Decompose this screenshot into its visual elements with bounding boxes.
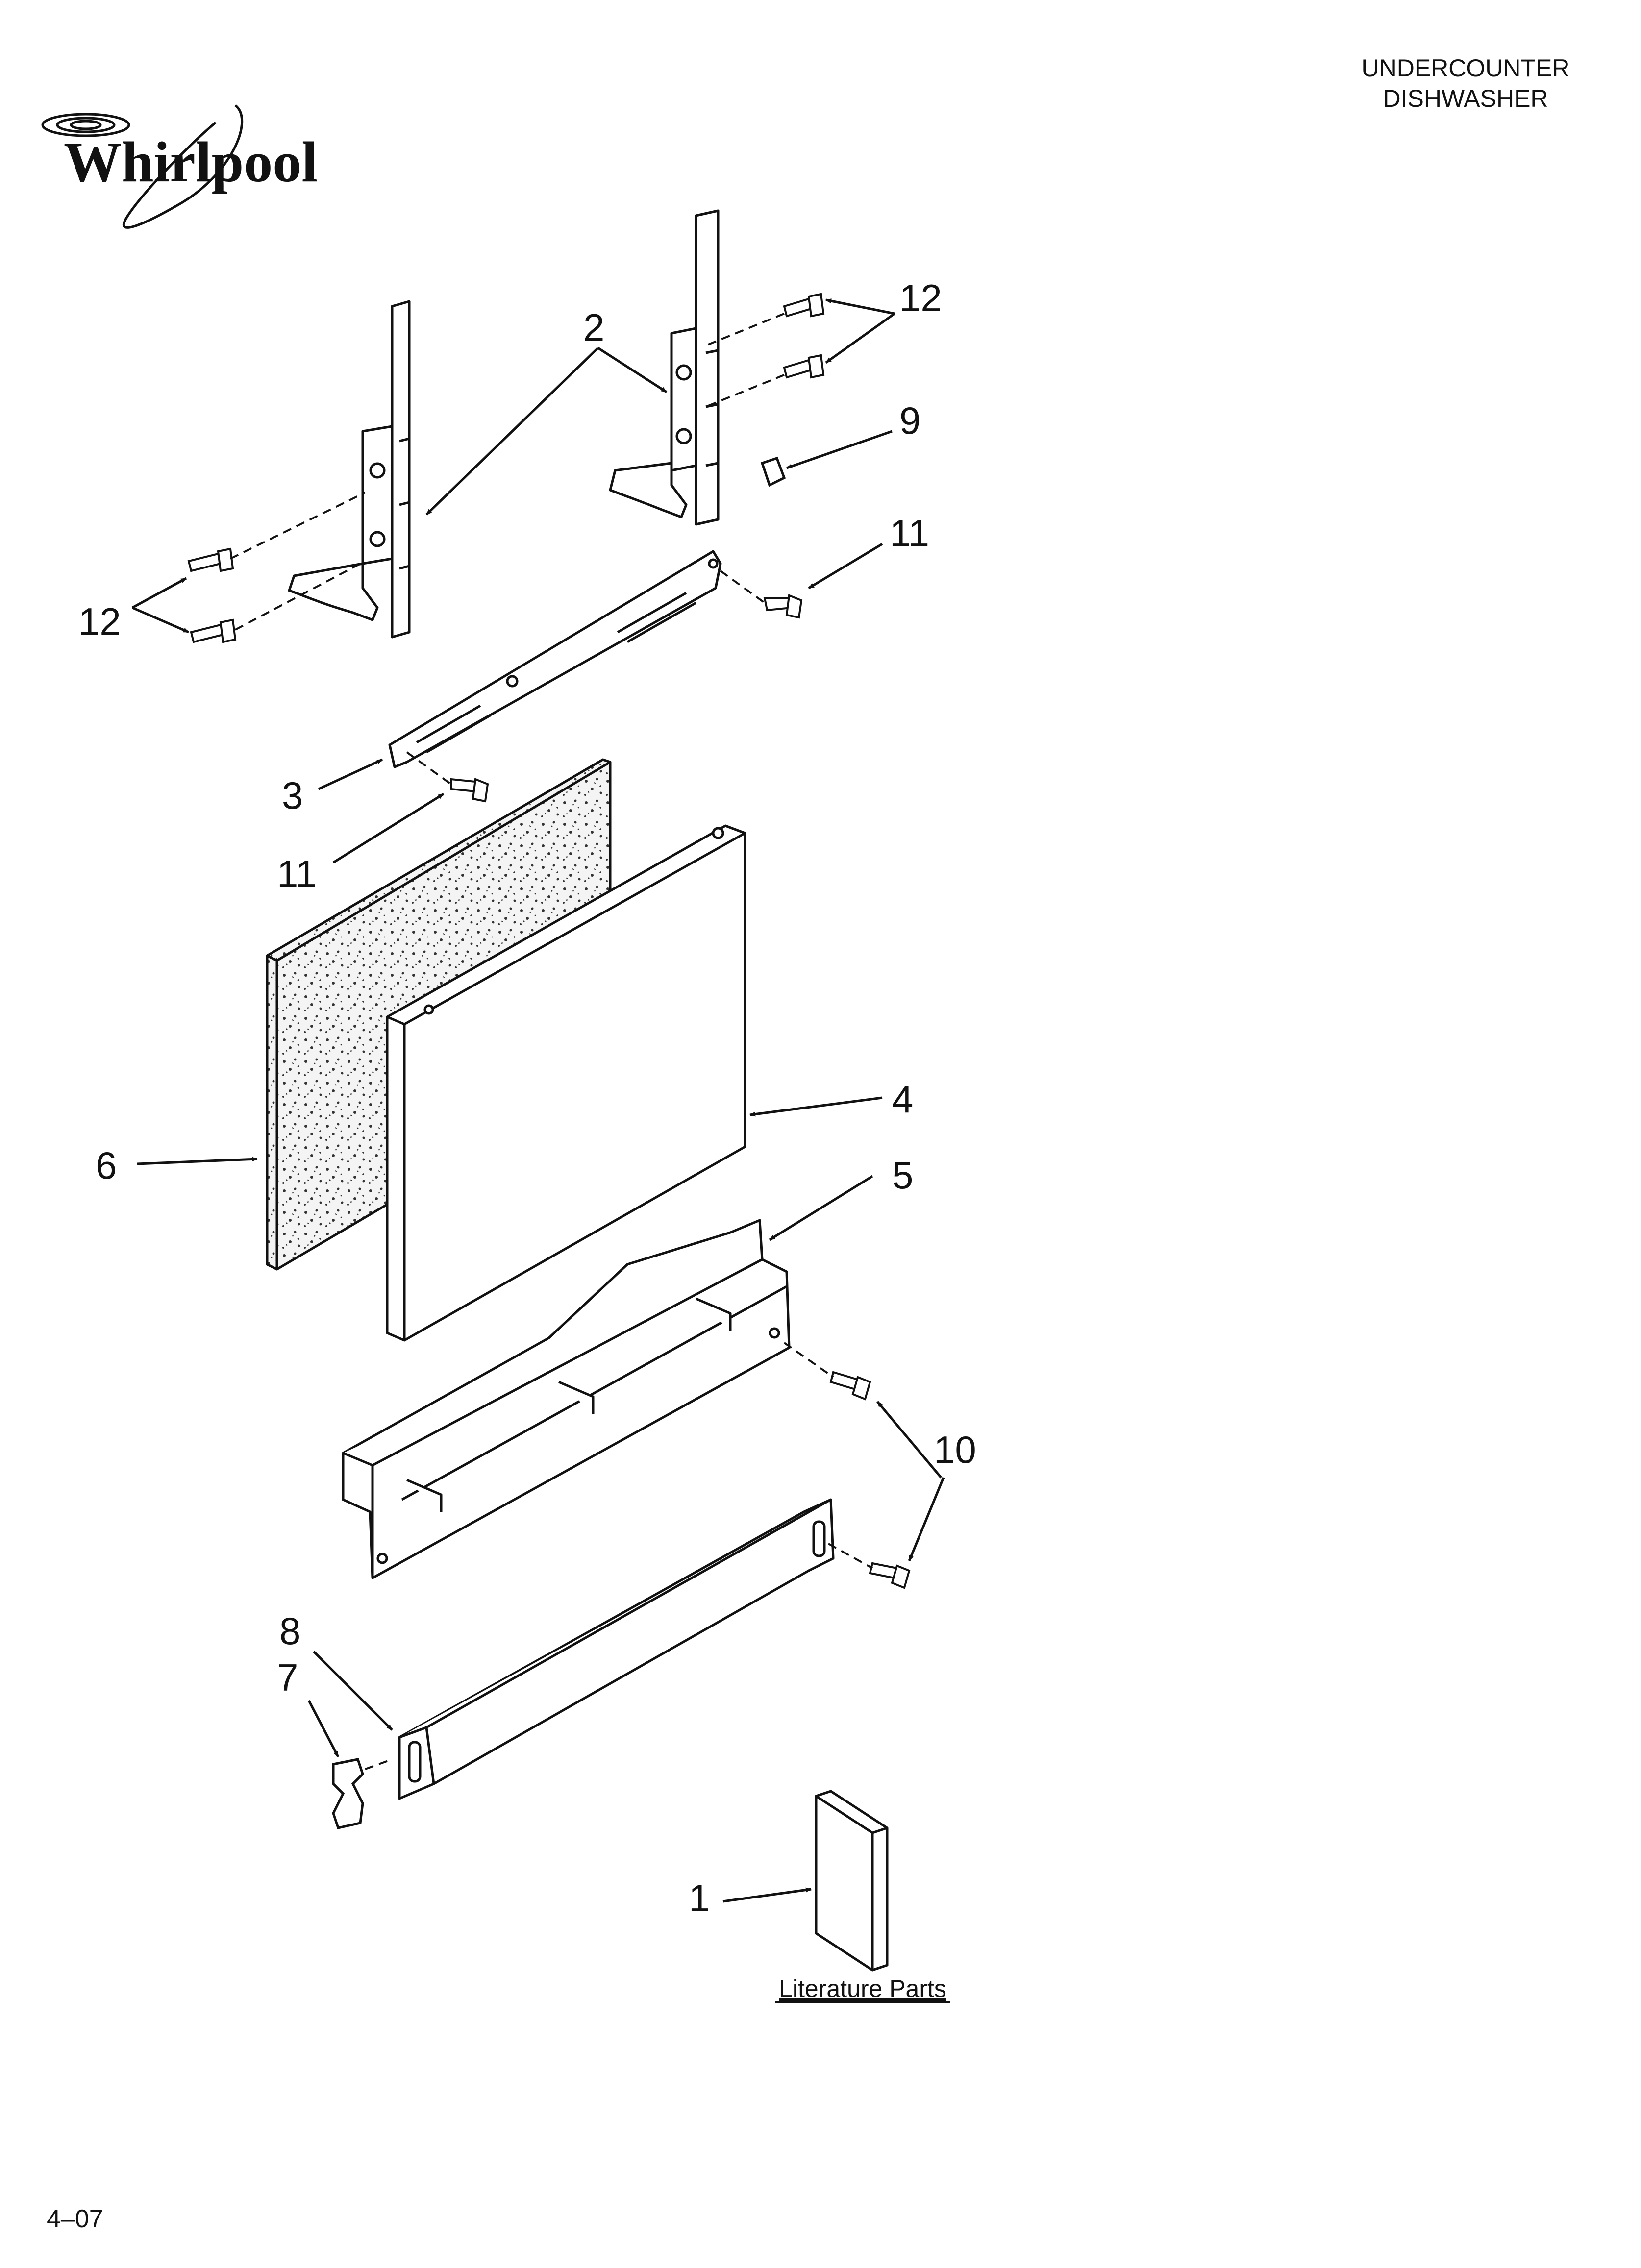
callout-12-right: 12 — [899, 276, 942, 320]
whirlpool-logo: Whirlpool — [41, 104, 318, 229]
literature-parts-label: Literature Parts — [779, 1975, 946, 2002]
screw-12-left-lower — [190, 618, 237, 643]
callout-10: 10 — [934, 1428, 976, 1471]
screw-10-upper — [829, 1371, 871, 1401]
callout-9: 9 — [899, 399, 920, 442]
screw-12-right-lower — [783, 354, 825, 379]
callout-3: 3 — [282, 774, 303, 817]
screw-10-lower — [869, 1562, 911, 1589]
toe-kick-panel — [398, 1498, 835, 1800]
clip-9 — [760, 456, 786, 487]
callout-5: 5 — [892, 1154, 913, 1197]
brand-name: Whirlpool — [64, 130, 318, 194]
callout-8: 8 — [279, 1609, 300, 1652]
hinge-bracket-left — [288, 300, 411, 639]
callout-leaders — [131, 298, 945, 1903]
header-line-1: UNDERCOUNTER — [1362, 54, 1570, 82]
callout-4: 4 — [892, 1078, 913, 1121]
callout-12-left: 12 — [78, 600, 121, 643]
callout-6: 6 — [96, 1144, 117, 1187]
callout-2: 2 — [583, 306, 604, 349]
clip-7 — [332, 1758, 364, 1829]
screw-11-right — [763, 594, 803, 619]
callout-11-right: 11 — [890, 512, 929, 555]
callout-7: 7 — [277, 1656, 298, 1699]
footer-date-code: 4–07 — [47, 2205, 103, 2233]
door-rail-bracket — [388, 550, 722, 768]
screw-11-center — [450, 778, 489, 803]
callout-1: 1 — [689, 1876, 710, 1920]
screw-12-right-upper — [783, 293, 825, 318]
callout-11-left: 11 — [277, 852, 317, 895]
whirlpool-swirl-icon — [41, 104, 244, 229]
inner-door-panel — [386, 824, 746, 1342]
assembly-dashed-lines — [230, 313, 873, 1770]
hinge-bracket-right — [609, 209, 720, 526]
header-line-2: DISHWASHER — [1383, 85, 1548, 112]
lower-door-bracket — [342, 1219, 791, 1579]
screw-12-left-upper — [187, 547, 234, 572]
literature-booklet — [815, 1790, 889, 1972]
